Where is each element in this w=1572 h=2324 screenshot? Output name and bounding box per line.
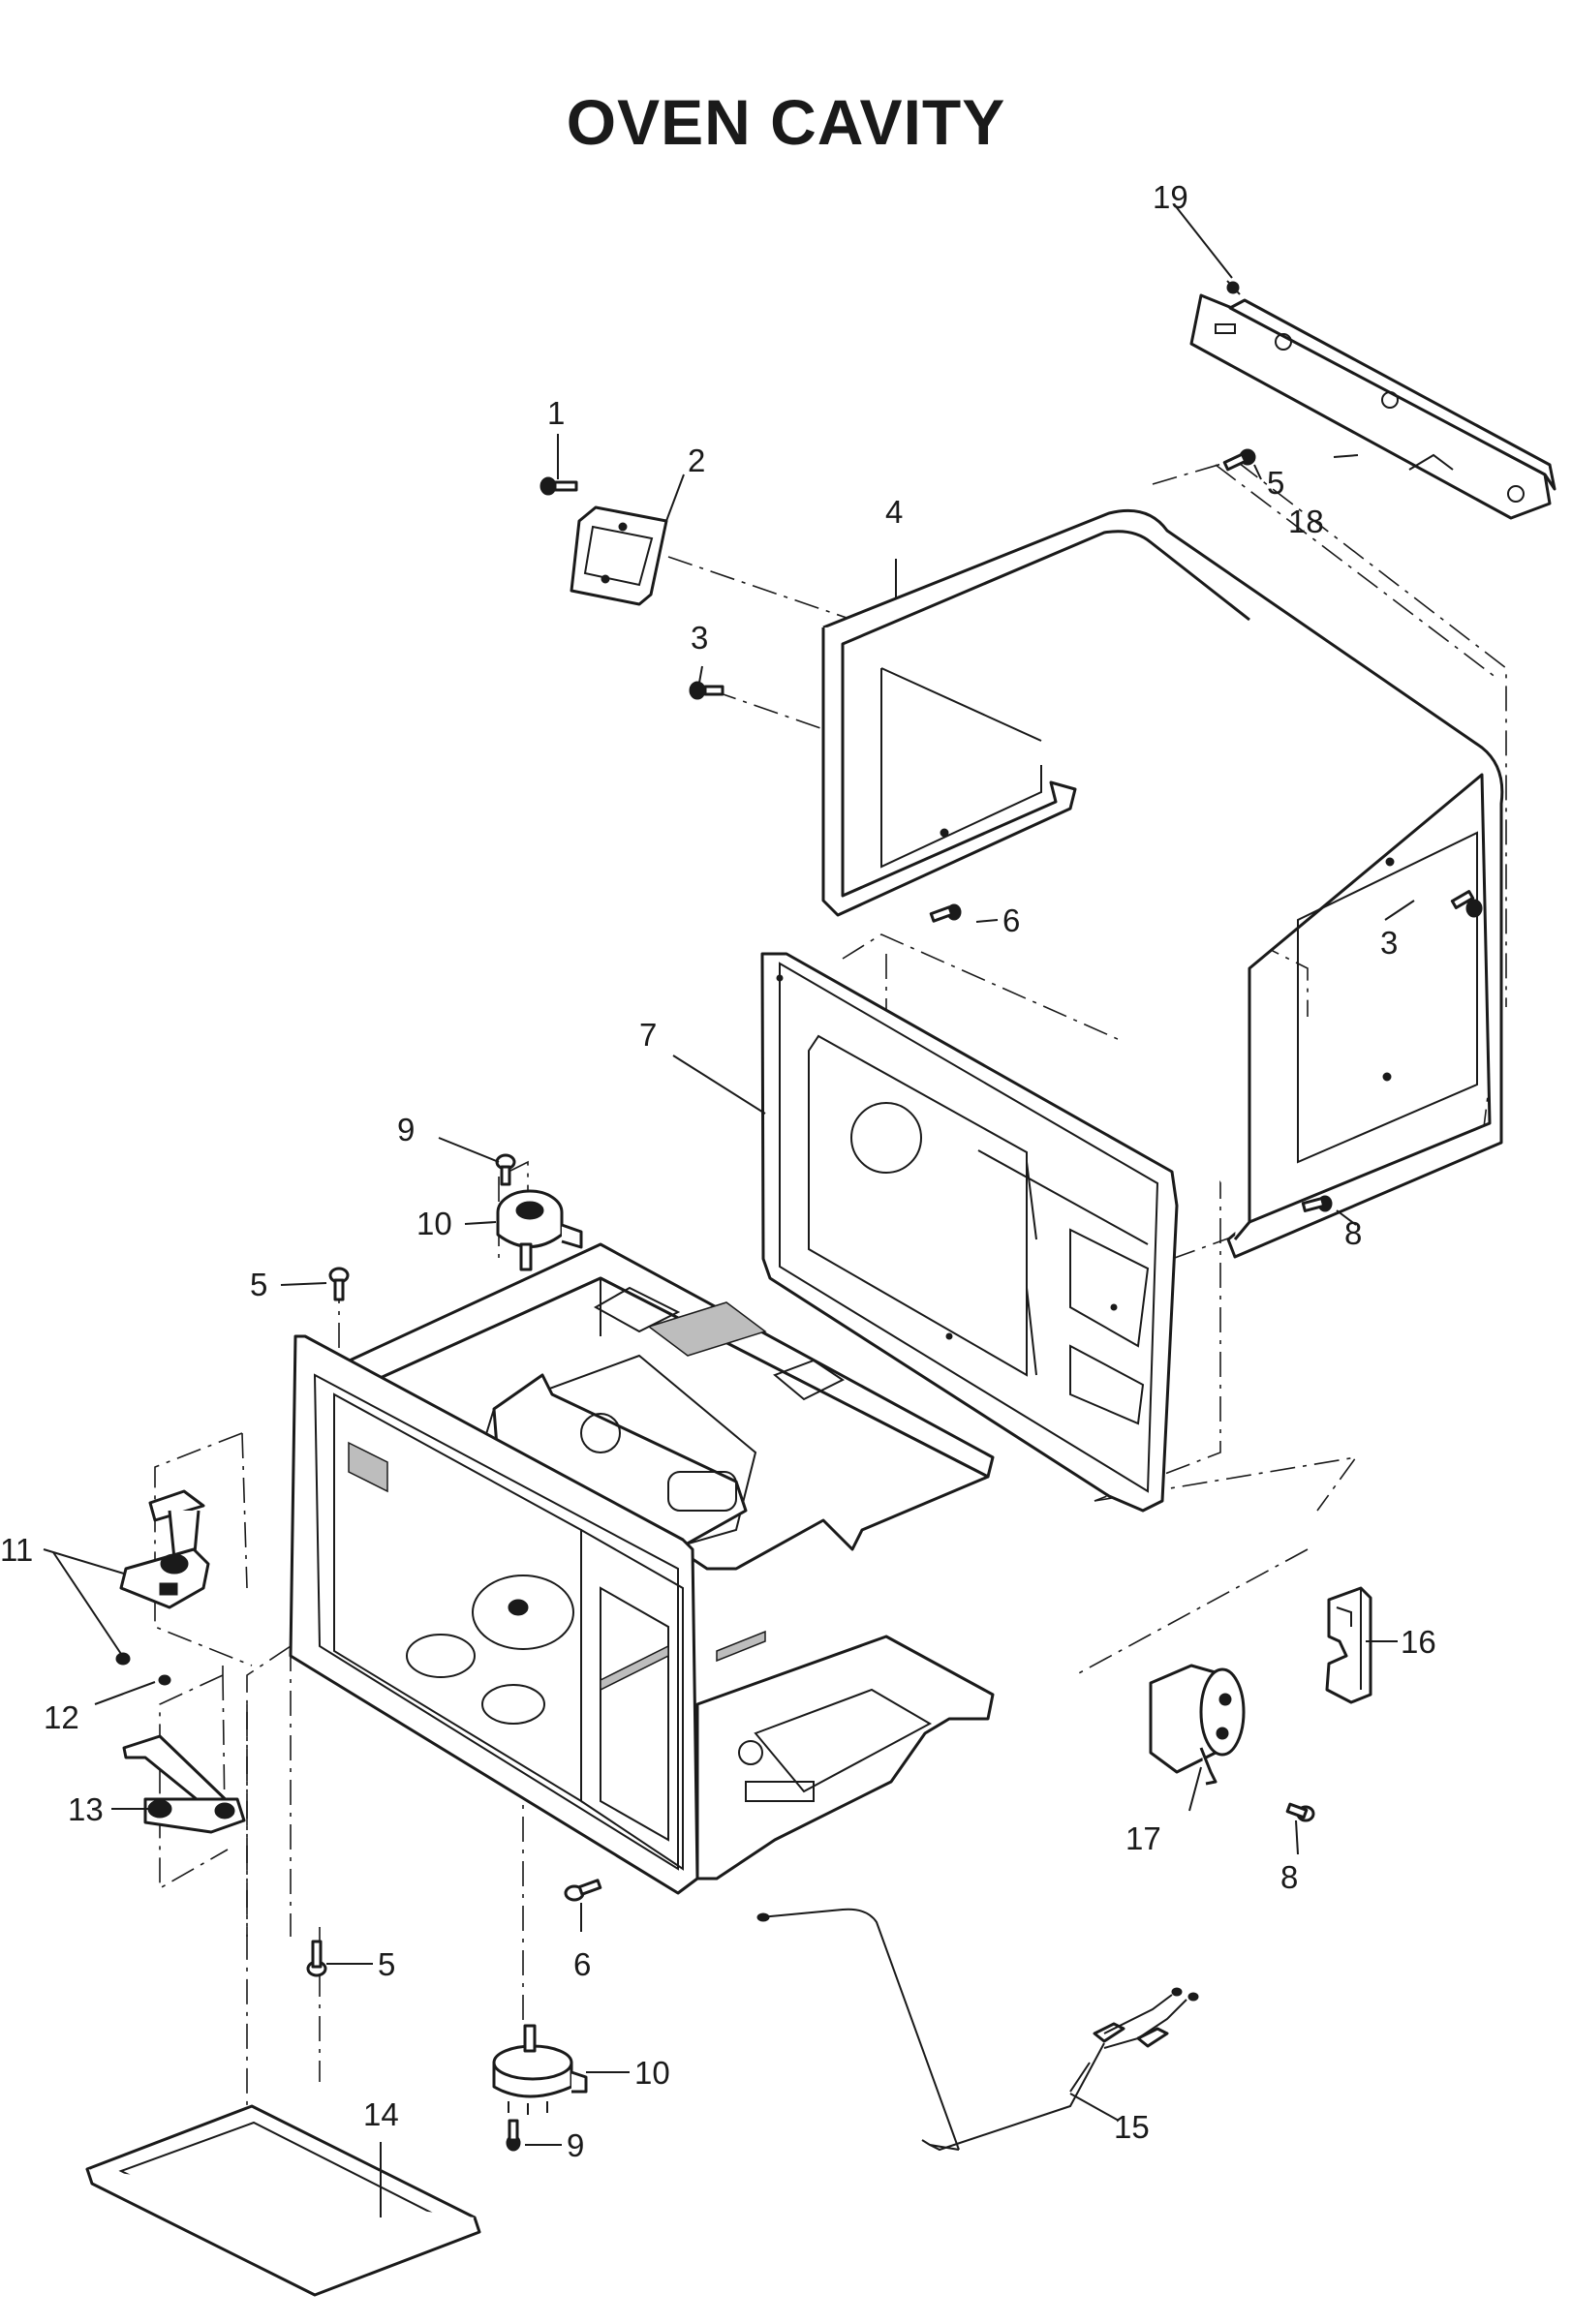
nut-11-icon	[115, 1652, 131, 1666]
callout-7: 7	[639, 1017, 657, 1053]
screw-5-top-icon	[1222, 448, 1256, 472]
callout-8-top: 8	[1344, 1215, 1362, 1251]
callout-5-bottom: 5	[378, 1946, 395, 1982]
bracket-15-part	[1325, 1586, 1372, 1704]
callout-3-right: 3	[1380, 925, 1398, 961]
callout-16: 17	[1125, 1820, 1161, 1856]
callout-18: 18	[1288, 504, 1324, 539]
callout-10-bottom: 10	[634, 2055, 670, 2091]
callout-11: 11	[0, 1532, 33, 1568]
callout-13: 13	[68, 1791, 104, 1827]
callout-6-bottom: 6	[573, 1946, 591, 1982]
latch-11-part	[119, 1489, 210, 1609]
screw-8-top-icon	[1301, 1195, 1333, 1212]
screw-6-top-icon	[929, 903, 962, 923]
callout-4: 4	[885, 494, 903, 530]
callout-17: 15	[1114, 2109, 1150, 2145]
callout-9-bottom: 9	[567, 2127, 584, 2163]
switch-10-bottom-part	[492, 2024, 588, 2115]
rear-panel-part	[760, 952, 1179, 1513]
screw-9-bottom-icon	[506, 2119, 521, 2152]
capacitor-16-part	[1149, 1664, 1246, 1786]
top-bracket-part	[1189, 293, 1557, 520]
tray-part	[85, 2104, 481, 2297]
diagram-title: OVEN CAVITY	[566, 86, 1006, 158]
screw-3-right-icon	[1450, 890, 1483, 918]
callout-9-top: 9	[397, 1112, 415, 1147]
callout-5-top: 5	[1267, 465, 1284, 501]
callout-15: 16	[1401, 1624, 1436, 1660]
gasket-plate-part	[570, 505, 668, 606]
switch-10-top-part	[496, 1189, 583, 1271]
callout-6-top: 6	[1002, 902, 1020, 938]
callout-12: 12	[44, 1699, 79, 1735]
screw-8-bottom-icon	[1285, 1802, 1315, 1822]
oven-cavity-part	[289, 1242, 995, 1895]
callout-19: 19	[1153, 179, 1188, 215]
screw-5-bottom-icon	[306, 1940, 327, 1977]
callout-8-bottom: 8	[1280, 1859, 1298, 1895]
cam-13-part	[122, 1734, 246, 1834]
callout-14: 14	[363, 2096, 399, 2132]
callout-2: 2	[688, 443, 705, 478]
leader-lines	[43, 204, 1415, 2217]
wire-harness-17-part	[756, 1908, 1199, 2152]
screw-1-icon	[539, 476, 578, 496]
callout-labels: 19 1 2 5 18 4 3 6 3 7 9 10 8 5 11 16 12 …	[0, 179, 1436, 2163]
screw-5-mid-icon	[328, 1267, 350, 1301]
outer-cabinet-part	[821, 508, 1504, 1259]
callout-5-mid: 5	[250, 1267, 267, 1302]
callout-1: 1	[547, 395, 565, 431]
screw-19-icon	[1226, 280, 1241, 295]
screw-3-left-icon	[689, 681, 724, 700]
screw-6-bottom-icon	[564, 1879, 602, 1902]
callout-3-left: 3	[691, 620, 708, 656]
callout-10-top: 10	[416, 1206, 452, 1241]
nut-12-icon	[158, 1674, 171, 1686]
